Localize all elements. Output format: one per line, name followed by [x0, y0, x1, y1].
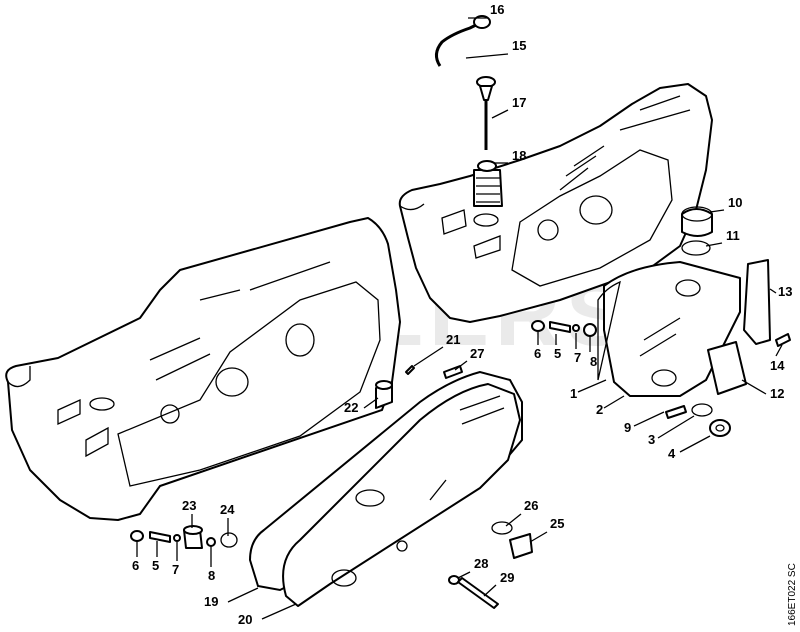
oil-pickup-assembly	[435, 15, 503, 227]
pin-21	[405, 365, 415, 375]
callout-26: 26	[524, 498, 538, 513]
callout-6: 6	[534, 346, 541, 361]
fasteners-left	[130, 521, 533, 609]
leader-line	[505, 513, 522, 527]
callout-3: 3	[648, 432, 655, 447]
leader-line	[483, 584, 497, 597]
callout-7: 7	[172, 562, 179, 577]
callout-17: 17	[512, 95, 526, 110]
leader-line	[261, 603, 297, 620]
callout-4: 4	[668, 446, 676, 461]
leader-line	[491, 109, 509, 119]
callout-10: 10	[728, 195, 742, 210]
callout-19: 19	[204, 594, 218, 609]
callout-15: 15	[512, 38, 526, 53]
callout-8: 8	[590, 354, 597, 369]
leader-line	[679, 435, 711, 453]
leader-lines	[136, 17, 783, 620]
callout-7: 7	[574, 350, 581, 365]
leader-line	[741, 379, 767, 395]
leader-line	[657, 415, 695, 439]
callout-28: 28	[474, 556, 488, 571]
callout-27: 27	[470, 346, 484, 361]
plate-12	[707, 341, 747, 395]
leader-line	[769, 288, 777, 294]
leader-line	[603, 395, 625, 409]
leader-line	[633, 411, 665, 427]
callout-21: 21	[446, 332, 460, 347]
leader-line	[227, 587, 259, 603]
left-cover	[248, 370, 523, 607]
callout-5: 5	[152, 558, 159, 573]
leader-line	[705, 242, 723, 247]
fasteners-right	[531, 320, 791, 437]
callout-29: 29	[500, 570, 514, 585]
callout-16: 16	[490, 2, 504, 17]
leader-line	[577, 379, 607, 393]
sleeve-27	[443, 365, 463, 379]
leader-line	[775, 344, 783, 357]
callout-8: 8	[208, 568, 215, 583]
leader-line	[529, 531, 548, 543]
callout-11: 11	[726, 228, 740, 243]
callout-1: 1	[570, 386, 577, 401]
callout-14: 14	[770, 358, 785, 373]
plate-13	[743, 259, 771, 345]
callout-23: 23	[182, 498, 196, 513]
callout-5: 5	[554, 346, 561, 361]
oil-cap	[681, 206, 713, 237]
leader-line	[457, 571, 471, 579]
drawing-code: 166ET022 SC	[787, 563, 798, 626]
leader-line	[363, 397, 379, 409]
oring-11	[681, 240, 711, 256]
callout-22: 22	[344, 400, 358, 415]
callout-13: 13	[778, 284, 792, 299]
callout-2: 2	[596, 402, 603, 417]
leader-line	[465, 53, 509, 59]
callout-12: 12	[770, 386, 784, 401]
callout-20: 20	[238, 612, 252, 627]
callout-9: 9	[624, 420, 631, 435]
leader-line	[413, 346, 444, 367]
crankcase-right	[398, 83, 713, 323]
right-cover	[597, 261, 741, 397]
bushing-22	[375, 380, 393, 409]
crankcase-left	[5, 217, 401, 521]
callout-25: 25	[550, 516, 564, 531]
callout-6: 6	[132, 558, 139, 573]
leader-line	[454, 360, 468, 371]
callout-18: 18	[512, 148, 526, 163]
leader-line	[709, 209, 725, 213]
callout-24: 24	[220, 502, 235, 517]
